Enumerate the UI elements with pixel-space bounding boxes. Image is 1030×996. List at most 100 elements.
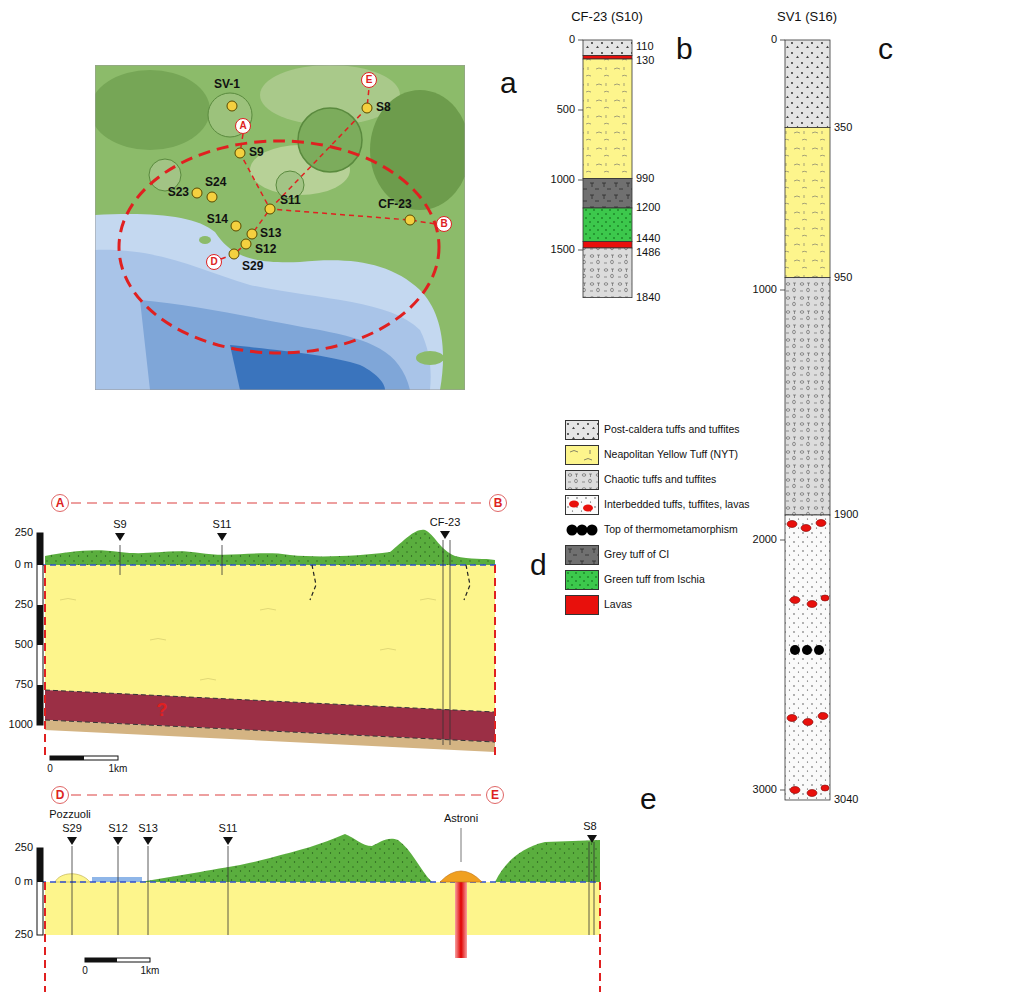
borehole-column-cf23 — [578, 40, 632, 298]
panel-letter: c — [878, 32, 893, 67]
swatch-pattern-part — [583, 505, 593, 512]
well-label: S13 — [260, 227, 281, 241]
section-end-marker: D — [206, 254, 222, 270]
borehole-column-cf23-part — [583, 55, 632, 59]
depth-label: 990 — [636, 172, 654, 185]
well-label: SV-1 — [214, 78, 240, 92]
cross-section-de-part — [455, 872, 467, 958]
place-label: Pozzuoli — [49, 808, 91, 821]
legend-swatch — [565, 545, 599, 565]
well-label: S13 — [138, 822, 158, 835]
well-label: S9 — [113, 518, 126, 531]
cross-section-ab-part — [45, 565, 495, 760]
well-label: S29 — [242, 260, 263, 274]
swatch-pattern — [566, 496, 599, 515]
legend-text: Interbedded tuffs, tuffites, lavas — [604, 498, 750, 510]
depth-tick: 1000 — [753, 283, 777, 296]
well-label: S14 — [207, 213, 228, 227]
depth-tick: 3000 — [753, 783, 777, 796]
map — [95, 65, 465, 390]
depth-tick: 2000 — [753, 533, 777, 546]
cross-section-de-part — [67, 835, 597, 845]
swatch-pattern — [566, 571, 599, 590]
section-trace-line — [71, 794, 484, 796]
legend-text: Grey tuff of CI — [604, 548, 669, 560]
panel-letter: a — [500, 66, 517, 101]
cross-section-ab-part — [45, 720, 495, 752]
borehole-column-sv1-part — [785, 40, 830, 128]
borehole-column-sv1-part-part — [790, 787, 800, 794]
column-title: SV1 (S16) — [777, 10, 837, 25]
depth-label: 1486 — [636, 246, 660, 259]
borehole-column-sv1-part — [790, 645, 824, 655]
elevation-tick: 250 — [15, 841, 33, 854]
borehole-column-sv1-part-part — [803, 719, 813, 726]
legend-text: Post-caldera tuffs and tuffites — [604, 423, 740, 435]
borehole-column-sv1-part-part — [787, 521, 797, 528]
well-dots-part — [247, 229, 257, 239]
cross-section-de-part — [461, 828, 462, 862]
legend-swatch — [565, 570, 599, 590]
cross-section-ab-part — [60, 599, 436, 681]
legend-text: Lavas — [604, 598, 632, 610]
scale-label: 0 — [47, 763, 53, 775]
legend-swatch — [565, 470, 599, 490]
depth-label: 1840 — [636, 291, 660, 304]
elevation-tick: 250 — [15, 598, 33, 611]
well-label: S8 — [376, 101, 391, 115]
profile-traces-part — [221, 88, 369, 259]
elevation-tick: 500 — [15, 638, 33, 651]
map-part — [298, 108, 362, 172]
panel-letter: e — [640, 782, 657, 817]
borehole-column-sv1-part — [785, 128, 830, 278]
cross-section-ab-part — [37, 533, 43, 725]
cross-section-ab-part — [120, 540, 450, 745]
depth-tick: 0 — [771, 33, 777, 46]
legend-swatch — [565, 520, 599, 540]
borehole-column-sv1-part-part — [807, 790, 817, 797]
section-trace-line — [71, 502, 487, 504]
borehole-column-cf23-part — [583, 248, 632, 298]
well-dots — [192, 101, 415, 259]
depth-tick: 0 — [569, 33, 575, 46]
well-label: CF-23 — [430, 516, 461, 529]
legend-swatch — [565, 495, 599, 515]
swatch-pattern-part — [570, 450, 592, 460]
legend-swatch — [565, 595, 599, 615]
swatch-pattern-part — [566, 471, 599, 490]
cross-section-de — [37, 828, 600, 992]
cross-section-de-part — [45, 882, 600, 992]
elevation-tick: 0 m — [15, 875, 33, 888]
cross-section-de-part — [37, 848, 43, 935]
swatch-pattern — [566, 421, 599, 440]
well-dots-part — [231, 221, 241, 231]
elevation-tick: 1000 — [9, 718, 33, 731]
borehole-column-sv1-part-part — [814, 645, 824, 655]
borehole-column-sv1-part-part — [790, 645, 800, 655]
caldera-rim-part — [119, 141, 439, 353]
well-label: S11 — [219, 822, 238, 835]
well-label: S12 — [108, 822, 128, 835]
swatch-pattern — [566, 471, 599, 490]
borehole-column-sv1-part-part — [816, 520, 826, 527]
borehole-column-cf23-part — [578, 40, 583, 250]
borehole-column-sv1-part — [785, 515, 830, 800]
cross-section-ab-part — [45, 565, 495, 712]
cross-section-de-part — [40, 881, 600, 883]
map-part — [95, 250, 431, 390]
depth-label: 3040 — [834, 793, 858, 806]
swatch-pattern-part — [569, 501, 579, 508]
scale-label: 0 — [82, 965, 88, 977]
uncertainty-mark: ? — [157, 700, 168, 721]
depth-label: 350 — [834, 121, 852, 134]
depth-tick: 500 — [557, 103, 575, 116]
depth-tick: 1500 — [551, 243, 575, 256]
swatch-pattern — [566, 446, 599, 465]
borehole-column-sv1-part-part — [821, 785, 829, 791]
depth-label: 110 — [636, 40, 654, 53]
cross-section-ab-part — [50, 756, 84, 760]
marker-letter: D — [56, 789, 65, 801]
marker-letter: E — [491, 789, 499, 801]
